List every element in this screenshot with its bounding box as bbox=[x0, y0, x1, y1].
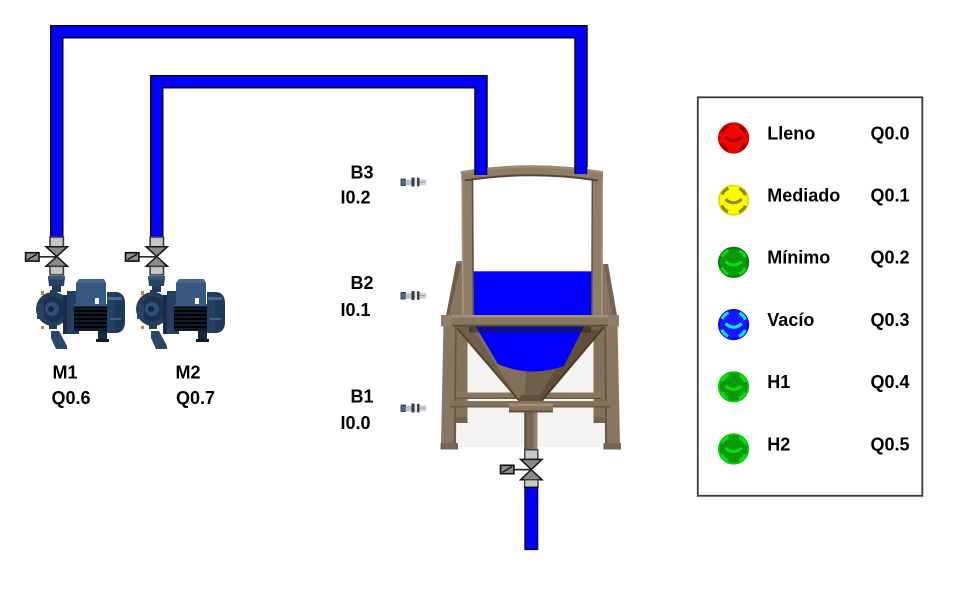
svg-text:Q0.5: Q0.5 bbox=[871, 434, 910, 454]
svg-text:B2: B2 bbox=[351, 273, 374, 293]
svg-text:M1: M1 bbox=[53, 363, 78, 383]
svg-text:Mediado: Mediado bbox=[767, 186, 840, 206]
svg-text:Q0.3: Q0.3 bbox=[871, 310, 910, 330]
svg-text:Q0.4: Q0.4 bbox=[871, 372, 910, 392]
svg-text:Mínimo: Mínimo bbox=[767, 248, 830, 268]
svg-text:Q0.1: Q0.1 bbox=[871, 186, 910, 206]
svg-text:H1: H1 bbox=[767, 372, 790, 392]
svg-text:Q0.6: Q0.6 bbox=[52, 388, 91, 408]
svg-text:B3: B3 bbox=[351, 163, 374, 183]
svg-text:B1: B1 bbox=[351, 387, 374, 407]
svg-text:Q0.0: Q0.0 bbox=[871, 123, 910, 143]
svg-text:I0.2: I0.2 bbox=[341, 188, 371, 208]
svg-text:I0.0: I0.0 bbox=[341, 413, 371, 433]
svg-text:M2: M2 bbox=[176, 363, 201, 383]
svg-text:Lleno: Lleno bbox=[767, 123, 815, 143]
svg-text:Vacío: Vacío bbox=[767, 310, 814, 330]
svg-text:I0.1: I0.1 bbox=[341, 300, 371, 320]
svg-text:H2: H2 bbox=[767, 434, 790, 454]
svg-text:Q0.7: Q0.7 bbox=[176, 388, 215, 408]
svg-text:Q0.2: Q0.2 bbox=[871, 248, 910, 268]
